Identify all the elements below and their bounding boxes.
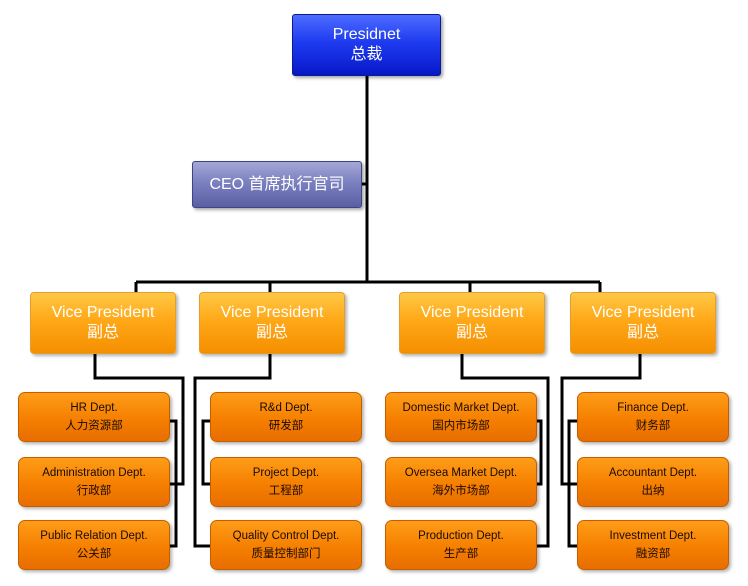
dept-name: Quality Control Dept. — [232, 529, 340, 542]
dept-administration: Administration Dept. 行政部 — [18, 457, 170, 507]
vp-title-cn: 副总 — [86, 324, 119, 341]
connector-group-1-inner — [168, 419, 178, 548]
dept-name-cn: 人力资源部 — [65, 420, 123, 432]
ceo-title: CEO 首席执行官司 — [209, 175, 345, 193]
connector-group-2-inner — [201, 419, 210, 486]
dept-name: Oversea Market Dept. — [404, 466, 518, 479]
vp-title: Vice President — [420, 304, 524, 321]
connector-group-3-inner — [534, 419, 543, 486]
dept-name: HR Dept. — [70, 401, 118, 414]
dept-domestic-market: Domestic Market Dept. 国内市场部 — [385, 392, 537, 442]
dept-name-cn: 工程部 — [268, 485, 304, 497]
dept-hr: HR Dept. 人力资源部 — [18, 392, 170, 442]
dept-name-cn: 海外市场部 — [432, 485, 490, 497]
dept-rd: R&d Dept. 研发部 — [210, 392, 362, 442]
dept-name: Project Dept. — [252, 466, 320, 479]
dept-name: Public Relation Dept. — [40, 529, 148, 542]
dept-name: R&d Dept. — [259, 401, 313, 414]
dept-public-relation: Public Relation Dept. 公关部 — [18, 520, 170, 570]
connector-group-4-inner — [567, 419, 577, 548]
dept-name: Administration Dept. — [42, 466, 146, 479]
vp-title: Vice President — [220, 304, 324, 321]
president-title: Presidnet — [332, 26, 401, 43]
dept-name: Finance Dept. — [617, 401, 689, 414]
vice-president-box-4: Vice President 副总 — [570, 292, 716, 354]
dept-finance: Finance Dept. 财务部 — [577, 392, 729, 442]
dept-accountant: Accountant Dept. 出纳 — [577, 457, 729, 507]
vp-title-cn: 副总 — [626, 324, 659, 341]
connector-group-3 — [460, 354, 550, 548]
dept-name-cn: 生产部 — [443, 548, 479, 560]
dept-project: Project Dept. 工程部 — [210, 457, 362, 507]
dept-quality-control: Quality Control Dept. 质量控制部门 — [210, 520, 362, 570]
vp-title-cn: 副总 — [255, 324, 288, 341]
vice-president-box-2: Vice President 副总 — [199, 292, 345, 354]
dept-name-cn: 行政部 — [76, 485, 112, 497]
president-title-cn: 总裁 — [350, 46, 383, 63]
dept-name-cn: 国内市场部 — [432, 420, 490, 432]
connector-group-4 — [560, 354, 642, 486]
vp-title-cn: 副总 — [455, 324, 488, 341]
vice-president-box-1: Vice President 副总 — [30, 292, 176, 354]
dept-name: Production Dept. — [418, 529, 504, 542]
connector-group-2 — [193, 354, 272, 548]
dept-name-cn: 融资部 — [635, 548, 671, 560]
dept-production: Production Dept. 生产部 — [385, 520, 537, 570]
vice-president-box-3: Vice President 副总 — [399, 292, 545, 354]
dept-name-cn: 质量控制部门 — [251, 548, 321, 560]
dept-name-cn: 出纳 — [641, 485, 665, 497]
vp-title: Vice President — [591, 304, 695, 321]
president-box: Presidnet 总裁 — [292, 14, 441, 76]
dept-name-cn: 公关部 — [76, 548, 112, 560]
dept-oversea-market: Oversea Market Dept. 海外市场部 — [385, 457, 537, 507]
ceo-box: CEO 首席执行官司 — [192, 161, 362, 208]
vp-title: Vice President — [51, 304, 155, 321]
connector-group-1 — [93, 354, 185, 486]
dept-name-cn: 财务部 — [635, 420, 671, 432]
dept-name-cn: 研发部 — [268, 420, 304, 432]
dept-name: Accountant Dept. — [608, 466, 698, 479]
dept-investment: Investment Dept. 融资部 — [577, 520, 729, 570]
dept-name: Investment Dept. — [609, 529, 697, 542]
dept-name: Domestic Market Dept. — [402, 401, 520, 414]
